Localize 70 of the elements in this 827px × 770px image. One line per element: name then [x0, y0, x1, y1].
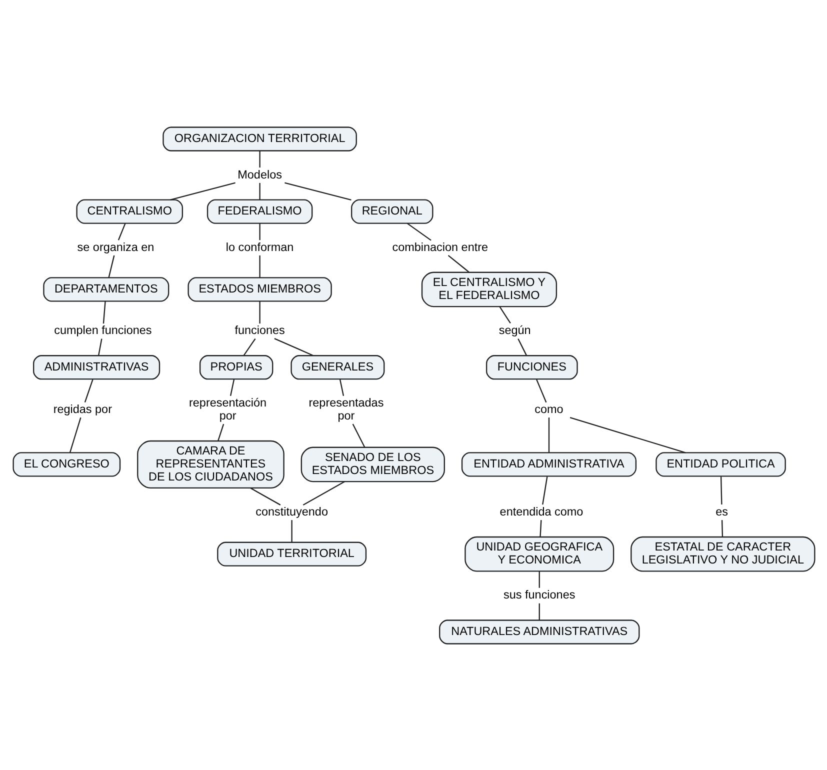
connector — [720, 476, 722, 504]
node-box: ESTADOS MIEMBROS — [187, 276, 332, 302]
node-text: entendida como — [499, 504, 583, 518]
connector — [242, 338, 256, 356]
connector — [498, 306, 510, 324]
connector — [258, 254, 260, 278]
connector — [258, 300, 260, 324]
node-text: constituyendo — [255, 504, 328, 518]
connector — [68, 416, 81, 452]
node-box: GENERALES — [290, 354, 384, 380]
connector — [536, 378, 546, 402]
node-box: EL CONGRESO — [12, 452, 120, 476]
node-box: ENTIDAD ADMINISTRATIVA — [460, 452, 636, 476]
node-box: UNIDAD TERRITORIAL — [216, 541, 366, 566]
node-text: sus funciones — [503, 588, 575, 602]
connector — [538, 570, 540, 588]
node-text: Modelos — [237, 168, 282, 181]
connector — [98, 338, 102, 356]
node-box: ESTATAL DE CARACTER LEGISLATIVO Y NO JUDICIAL — [630, 536, 815, 572]
connector — [250, 487, 280, 505]
node-box: ADMINISTRATIVAS — [32, 354, 160, 380]
node-box: CENTRALISMO — [76, 198, 183, 224]
connector — [447, 254, 469, 272]
node-text: es — [715, 504, 728, 518]
connector — [258, 222, 260, 240]
node-text: combinacion entre — [392, 240, 488, 254]
node-box: CAMARA DE REPRESENTANTES DE LOS CIUDADANOS — [136, 440, 284, 488]
connector — [406, 222, 431, 240]
connector — [258, 182, 260, 200]
node-text: se organiza en — [76, 240, 154, 254]
node-box: FUNCIONES — [485, 354, 578, 380]
connector — [302, 480, 344, 506]
node-box: SENADO DE LOS ESTADOS MIEMBROS — [300, 446, 444, 482]
connector — [352, 423, 365, 448]
node-box: PROPIAS — [198, 354, 273, 380]
connector — [258, 150, 260, 168]
node-text: cumplen funciones — [54, 324, 152, 337]
node-text: regidas por — [52, 402, 112, 416]
connector — [539, 520, 542, 536]
node-text: representación por — [188, 396, 266, 422]
connector — [229, 378, 234, 396]
node-text: funciones — [234, 324, 284, 337]
node-text: como — [534, 402, 563, 416]
node-box: UNIDAD GEOGRAFICA Y ECONOMICA — [464, 536, 614, 572]
connector — [217, 423, 224, 441]
connector — [538, 602, 540, 620]
connector — [517, 338, 526, 356]
connector — [108, 254, 114, 278]
connector — [542, 476, 548, 504]
node-box: NATURALES ADMINISTRATIVAS — [438, 619, 640, 644]
connector — [569, 416, 686, 453]
connector — [102, 300, 106, 324]
connector — [170, 182, 235, 200]
connector — [284, 182, 351, 200]
node-box: REGIONAL — [350, 198, 433, 224]
connector — [274, 338, 314, 356]
node-text: representadas por — [308, 396, 384, 422]
node-box: ENTIDAD POLITICA — [655, 452, 786, 476]
node-box: DEPARTAMENTOS — [42, 276, 169, 302]
node-box: EL CENTRALISMO Y EL FEDERALISMO — [420, 271, 557, 307]
node-text: lo conforman — [225, 240, 294, 254]
connector — [117, 222, 126, 240]
connector — [290, 520, 292, 542]
connector — [84, 378, 93, 402]
node-box: FEDERALISMO — [206, 198, 312, 224]
node-text: según — [498, 324, 530, 337]
connector — [548, 417, 550, 452]
node-box: ORGANIZACION TERRITORIAL — [162, 126, 356, 151]
connector — [338, 378, 344, 396]
connector — [720, 520, 723, 536]
